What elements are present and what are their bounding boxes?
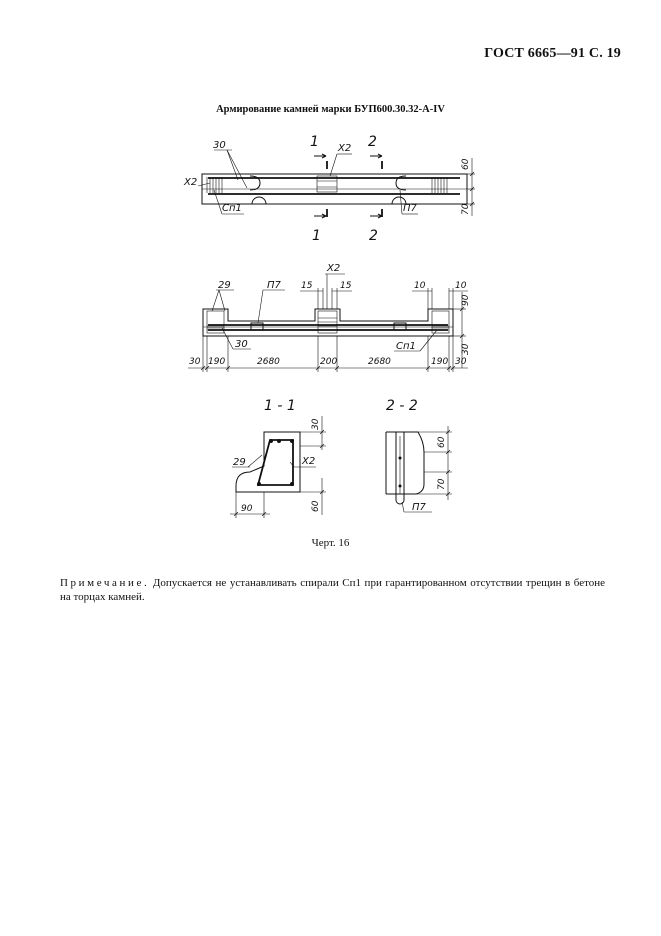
elev-bottom-dim: 200 xyxy=(320,357,337,367)
section-2-dim-70: 70 xyxy=(437,478,447,490)
elev-dim-15-right: 15 xyxy=(340,281,352,291)
elev-dim-10-right: 10 xyxy=(455,281,467,291)
note-label: Примечание. xyxy=(60,577,150,589)
plan-label-x2-mid: X2 xyxy=(337,143,351,154)
plan-label-30: 30 xyxy=(213,140,226,151)
elev-label-p7: П7 xyxy=(267,280,282,291)
elev-bottom-dim: 190 xyxy=(431,357,448,367)
elev-bottom-dim: 2680 xyxy=(257,357,280,367)
elev-dim-90: 90 xyxy=(461,294,471,306)
plan-dim-70: 70 xyxy=(461,203,471,215)
section-2-2: 2 - 2 60 70 П7 xyxy=(385,398,452,513)
section-2-label-p7: П7 xyxy=(412,502,427,513)
note-text: Допускается не устанавливать спирали Сп1… xyxy=(60,577,606,603)
elev-label-29: 29 xyxy=(218,280,231,291)
section-1-dim-90: 90 xyxy=(241,504,253,514)
standard-reference: ГОСТ 6665—91 С. 19 xyxy=(484,46,621,61)
elev-label-sp1: Сп1 xyxy=(396,341,416,352)
plan-section-2-top: 2 xyxy=(368,134,377,150)
section-1-label-x2: X2 xyxy=(301,456,315,467)
figure-caption: Черт. 16 xyxy=(311,537,350,549)
section-1-dim-60: 60 xyxy=(311,500,321,512)
elev-bottom-dim: 30 xyxy=(189,357,201,367)
elev-dim-30: 30 xyxy=(461,343,471,355)
elev-label-30: 30 xyxy=(235,339,248,350)
section-2-dim-60: 60 xyxy=(437,436,447,448)
plan-section-1-top: 1 xyxy=(310,134,319,150)
drawing-title: Армирование камней марки БУП600.30.32-А-… xyxy=(216,104,445,115)
plan-section-2-bottom: 2 xyxy=(369,228,378,244)
plan-section-1-bottom: 1 xyxy=(312,228,321,244)
section-1-1-title: 1 - 1 xyxy=(264,398,296,414)
elev-dim-15-left: 15 xyxy=(301,281,313,291)
plan-dim-60: 60 xyxy=(461,158,471,170)
elev-label-x2: X2 xyxy=(326,263,340,274)
elev-bottom-dim: 2680 xyxy=(368,357,391,367)
plan-view: 1 2 1 2 30 X2 X2 Сп1 П7 60 70 xyxy=(183,134,475,244)
note-paragraph: Примечание. Допускается не устанавливать… xyxy=(60,576,605,604)
elevation-view: 15 15 10 10 X2 29 П7 30 Сп1 90 30 xyxy=(188,263,471,372)
section-1-dim-30: 30 xyxy=(311,418,321,430)
elev-bottom-dim: 30 xyxy=(455,357,467,367)
section-1-1: 1 - 1 29 X2 30 60 90 xyxy=(230,398,326,518)
plan-label-sp1: Сп1 xyxy=(222,203,242,214)
section-2-2-title: 2 - 2 xyxy=(386,398,418,414)
elev-dim-10-left: 10 xyxy=(414,281,426,291)
elev-bottom-dim: 190 xyxy=(208,357,225,367)
section-1-label-29: 29 xyxy=(233,457,246,468)
plan-label-x2-left: X2 xyxy=(183,177,197,188)
plan-label-p7: П7 xyxy=(403,203,418,214)
